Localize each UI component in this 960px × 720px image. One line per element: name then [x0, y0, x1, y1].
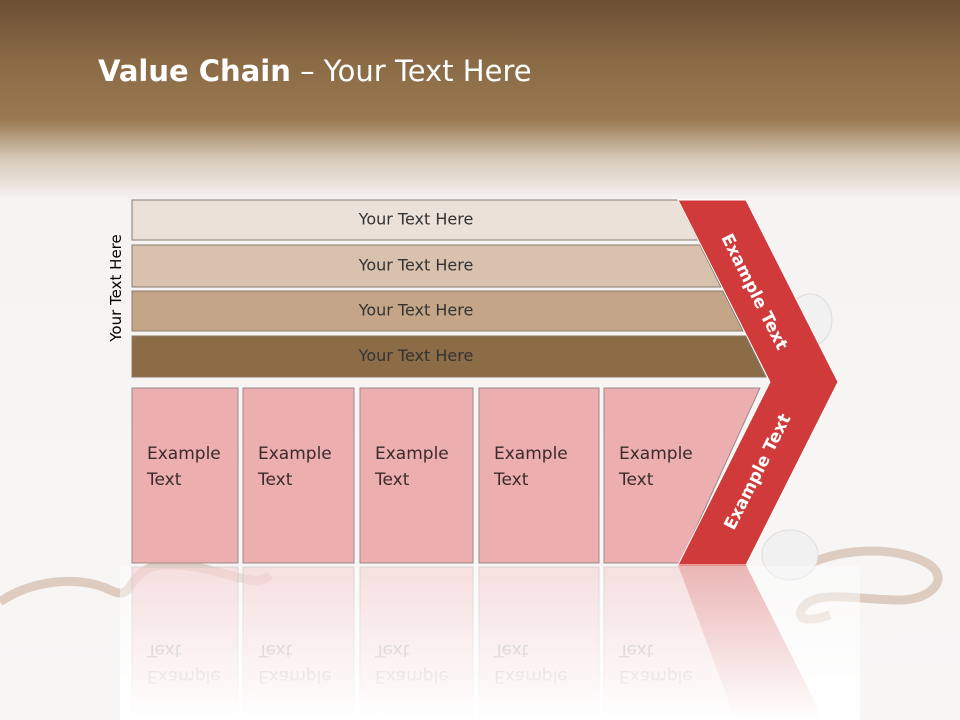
primary-box-line2: Text — [618, 470, 654, 490]
slide-title: Value Chain – Your Text Here — [98, 54, 532, 88]
reflection-fade — [120, 566, 860, 720]
title-rest: – Your Text Here — [290, 54, 532, 88]
support-bar — [131, 244, 722, 288]
title-bold: Value Chain — [98, 54, 291, 88]
support-bar — [131, 290, 744, 332]
support-bar-label: Your Text Here — [358, 256, 474, 275]
primary-box-line2: Text — [493, 470, 529, 490]
primary-box — [131, 387, 239, 564]
support-bar-label: Your Text Here — [358, 301, 474, 320]
primary-box-line2: Text — [257, 470, 293, 490]
primary-box-line1: Example — [494, 444, 568, 464]
primary-box-line1: Example — [375, 444, 449, 464]
primary-box — [478, 387, 600, 564]
primary-box-line1: Example — [619, 444, 693, 464]
support-bar-label: Your Text Here — [358, 346, 474, 365]
primary-box-line1: Example — [258, 444, 332, 464]
primary-box — [242, 387, 355, 564]
primary-box — [359, 387, 474, 564]
primary-box-line2: Text — [146, 470, 182, 490]
support-bar-label: Your Text Here — [358, 210, 474, 229]
support-bar — [131, 335, 767, 378]
primary-box-line1: Example — [147, 444, 221, 464]
primary-box-line2: Text — [374, 470, 410, 490]
